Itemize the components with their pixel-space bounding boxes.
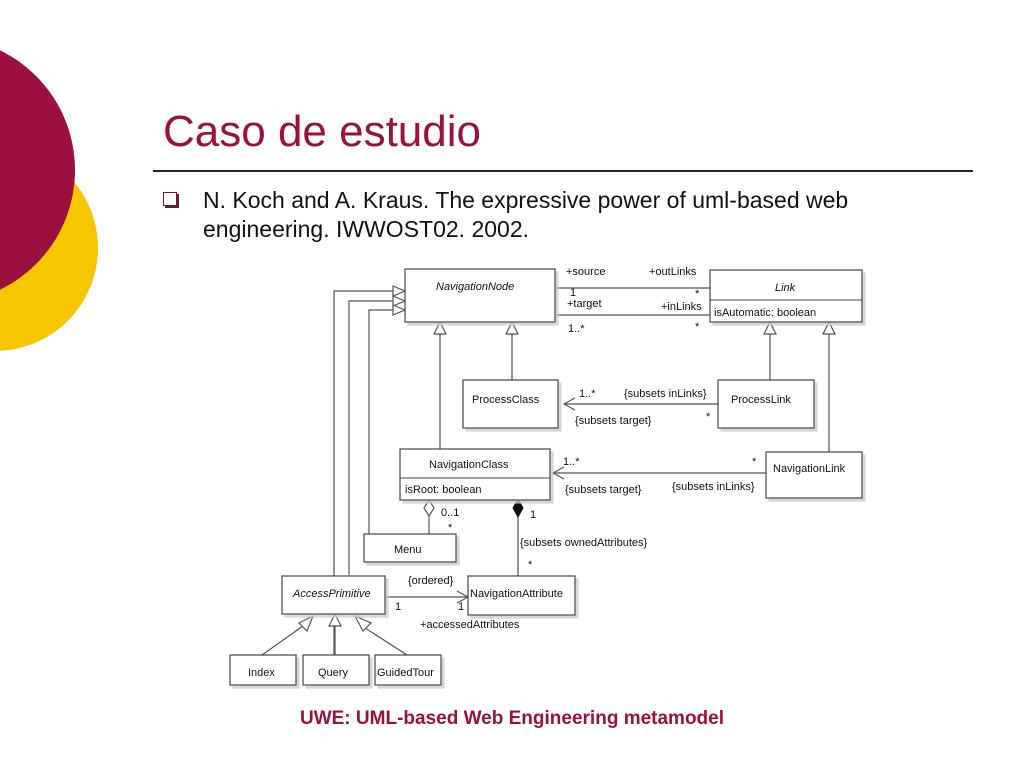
- class-navigation-class: NavigationClass: [429, 459, 509, 471]
- process-class-box: [462, 379, 559, 429]
- label-subsets-target-nav: {subsets target}: [565, 484, 642, 496]
- mult-target: 1..*: [568, 323, 585, 335]
- class-query: Query: [318, 667, 348, 679]
- mult-access-one: 1: [395, 601, 401, 613]
- decorative-circles: [0, 50, 98, 351]
- process-link-box: [717, 379, 815, 429]
- class-navigation-node: NavigationNode: [436, 281, 514, 293]
- mult-navigation-link: *: [752, 456, 757, 468]
- navigation-class-box: [399, 448, 551, 501]
- navigation-link-box: [765, 451, 863, 499]
- class-menu: Menu: [394, 544, 422, 556]
- red-circle: [0, 50, 75, 290]
- page-title: Caso de estudio: [163, 107, 481, 156]
- bullet-text: N. Koch and A. Kraus. The expressive pow…: [203, 187, 849, 242]
- mult-composition-star: *: [528, 559, 533, 571]
- link-box: [709, 269, 863, 323]
- class-access-primitive: AccessPrimitive: [292, 588, 371, 600]
- guided-tour-box: [374, 654, 442, 686]
- label-subsets-owned: {subsets ownedAttributes}: [520, 537, 648, 549]
- mult-source: 1: [570, 287, 576, 299]
- label-subsets-inlinks-process: {subsets inLinks}: [624, 388, 707, 400]
- diagram-caption: UWE: UML-based Web Engineering metamodel: [299, 708, 725, 729]
- mult-process-link: *: [706, 411, 711, 423]
- label-subsets-target-process: {subsets target}: [575, 415, 652, 427]
- title-divider: [153, 170, 973, 172]
- mult-out-links: *: [695, 288, 700, 300]
- mult-composition-one: 1: [530, 509, 536, 521]
- menu-box: [363, 533, 457, 563]
- label-out-links: +outLinks: [649, 266, 697, 278]
- label-ordered: {ordered}: [408, 575, 454, 587]
- index-box: [229, 654, 297, 686]
- mult-menu-star: *: [448, 522, 453, 534]
- query-box: [302, 654, 370, 686]
- access-primitive-box: [281, 575, 386, 615]
- class-navigation-attribute: NavigationAttribute: [470, 588, 563, 600]
- class-index: Index: [248, 667, 275, 679]
- checkbox-bullet-icon: [163, 192, 177, 206]
- mult-attribute-one: 1: [458, 601, 464, 613]
- class-navigation-class-attribute: isRoot: boolean: [405, 484, 481, 496]
- mult-process-class: 1..*: [579, 388, 596, 400]
- navigation-node-box: [404, 268, 556, 323]
- class-navigation-link: NavigationLink: [773, 463, 846, 475]
- mult-navigation-class: 1..*: [563, 456, 580, 468]
- navigation-attribute-box: [467, 575, 576, 616]
- label-target: +target: [567, 298, 602, 310]
- class-process-class: ProcessClass: [472, 394, 540, 406]
- label-accessed-attributes: +accessedAttributes: [420, 619, 520, 631]
- class-process-link: ProcessLink: [731, 394, 791, 406]
- class-link: Link: [775, 282, 796, 294]
- class-link-attribute: isAutomatic: boolean: [714, 307, 816, 319]
- label-in-links: +inLinks: [661, 301, 702, 313]
- class-guided-tour: GuidedTour: [377, 667, 434, 679]
- mult-menu-zero-one: 0..1: [441, 507, 459, 519]
- label-source: +source: [566, 266, 605, 278]
- mult-in-links: *: [695, 321, 700, 333]
- label-subsets-inlinks-nav: {subsets inLinks}: [672, 481, 755, 493]
